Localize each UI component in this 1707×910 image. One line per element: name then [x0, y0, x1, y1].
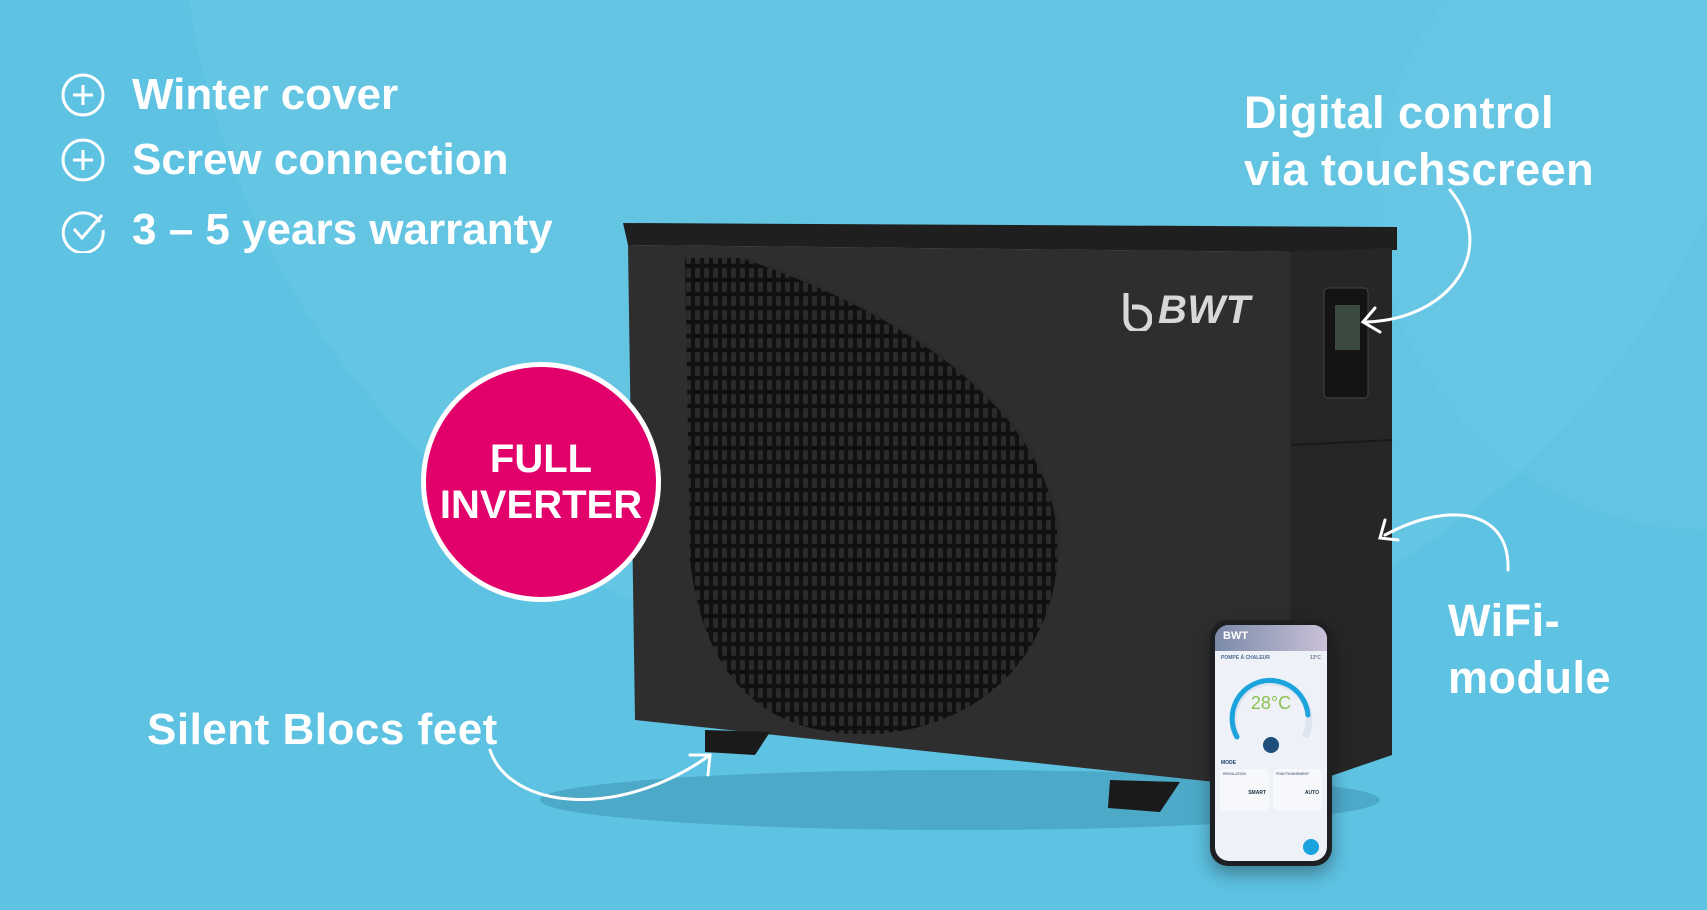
menu-button[interactable]	[1303, 839, 1319, 855]
callout-arrows	[488, 188, 1510, 802]
app-title: POMPE À CHALEUR	[1221, 655, 1270, 661]
check-circle-icon	[61, 211, 105, 253]
callout-line: via touchscreen	[1244, 144, 1595, 195]
plus-circle-icon	[61, 73, 105, 117]
wifi-callout: WiFi- module	[1448, 592, 1611, 706]
smartphone: BWT POMPE À CHALEUR 13°C 28°C MODE RÉGUL…	[1210, 620, 1332, 866]
plus-circle-icon	[61, 138, 105, 182]
feet-callout: Silent Blocs feet	[147, 705, 498, 754]
app-screen: BWT POMPE À CHALEUR 13°C 28°C MODE RÉGUL…	[1215, 625, 1327, 861]
card-title: RÉGULATION	[1223, 772, 1246, 776]
feature-label: Screw connection	[132, 135, 509, 184]
digital-control-callout: Digital control via touchscreen	[1244, 84, 1594, 198]
card-value: AUTO	[1304, 790, 1319, 796]
feature-winter-cover: Winter cover	[60, 70, 398, 120]
card-value: SMART	[1248, 790, 1266, 796]
feature-warranty: 3 – 5 years warranty	[60, 205, 553, 255]
feature-label: 3 – 5 years warranty	[132, 205, 553, 254]
set-temperature: 28°C	[1250, 693, 1292, 713]
callout-line: Digital control	[1244, 87, 1554, 138]
callout-line: module	[1448, 652, 1612, 703]
temperature-dial[interactable]	[1215, 665, 1327, 755]
mode-label: MODE	[1221, 760, 1236, 766]
bwt-drop-icon	[1123, 292, 1152, 331]
badge-line: FULL	[489, 437, 593, 481]
card-title: FONCTIONNEMENT	[1276, 772, 1310, 776]
badge-line: INVERTER	[439, 483, 643, 527]
regulation-card[interactable]: RÉGULATION SMART	[1220, 769, 1269, 811]
outside-temp: 13°C	[1309, 655, 1321, 661]
feature-label: Winter cover	[132, 70, 399, 119]
bwt-logo: BWT	[1122, 288, 1251, 333]
app-header: BWT	[1215, 625, 1327, 651]
feature-screw-connection: Screw connection	[60, 135, 509, 185]
brand-name: BWT	[1158, 288, 1251, 332]
callout-line: WiFi-	[1448, 595, 1561, 646]
operation-card[interactable]: FONCTIONNEMENT AUTO	[1273, 769, 1322, 811]
full-inverter-badge: FULL INVERTER	[421, 362, 661, 602]
